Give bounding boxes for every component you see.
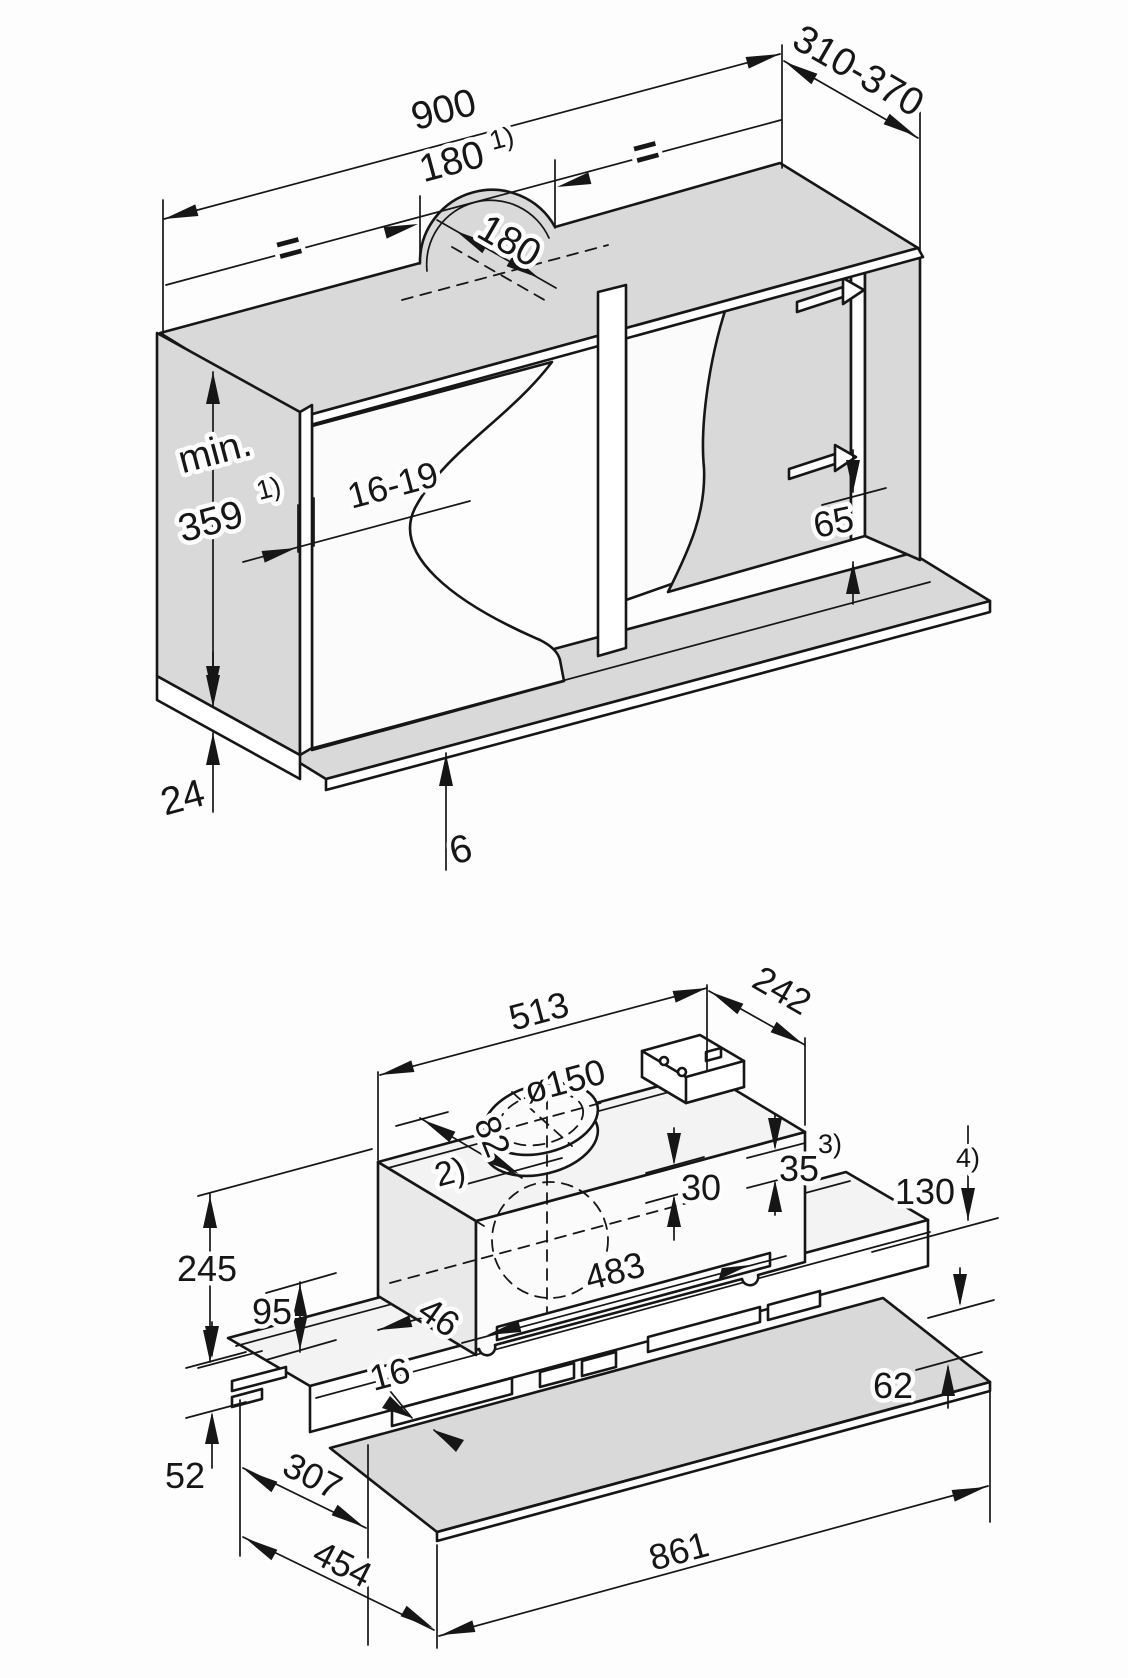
junction-box bbox=[640, 1033, 746, 1105]
front-panel-left bbox=[310, 360, 566, 752]
right-panel-edge bbox=[849, 261, 867, 542]
dim-body-width-label: 513 bbox=[504, 983, 573, 1038]
dim-bottom-width-label: 861 bbox=[644, 1523, 713, 1578]
dim-clearance-label: 130 bbox=[895, 1171, 955, 1212]
dim-cabinet-width-label: 900 bbox=[407, 81, 481, 139]
mounting-bracket-bottom bbox=[787, 443, 858, 481]
right-shaped-panel bbox=[666, 261, 853, 594]
cabinet-bottom-edge bbox=[311, 581, 931, 749]
right-side-panel bbox=[863, 250, 922, 562]
duct-collar bbox=[479, 1081, 605, 1178]
dim-clearance-footnote: 4) bbox=[956, 1143, 980, 1173]
dim-floor-gap-label: 6 bbox=[445, 826, 477, 873]
dim-rail-offset-footnote: 3) bbox=[818, 1129, 842, 1159]
dimension-lines-figure2 bbox=[185, 984, 999, 1649]
figure-hood-unit: 513 242 ø150 82 2) 30 35 3) 130 4) 62 48… bbox=[160, 953, 999, 1649]
partition-strip bbox=[596, 283, 628, 658]
equal-mark-left: = bbox=[270, 221, 308, 275]
mounting-bracket-top bbox=[795, 276, 866, 314]
dim-rail-offset-label: 35 bbox=[779, 1148, 819, 1189]
left-side-panel bbox=[155, 331, 314, 757]
equal-mark-right: = bbox=[627, 125, 665, 179]
dim-body-depth-label: 242 bbox=[746, 957, 819, 1023]
blower-outline-dashed bbox=[389, 1097, 707, 1313]
cutout-centerline-1 bbox=[401, 244, 609, 301]
dim-duct-center-offset-label: 30 bbox=[681, 1167, 721, 1208]
figure-cabinet-cutout: 900 = = 180 1) 310-370 180 min. 359 1) 1… bbox=[152, 12, 992, 878]
cutout-centerline-2 bbox=[451, 246, 549, 303]
dim-height-upper-label: 95 bbox=[252, 1291, 292, 1332]
dim-lower-front-height-label: 52 bbox=[165, 1455, 205, 1496]
dim-bracket-spacing-label: 65 bbox=[810, 498, 858, 546]
dim-visor-front-height-label: 62 bbox=[873, 1365, 913, 1406]
dim-plinth-height-label: 24 bbox=[156, 772, 209, 825]
dim-height-total-label: 245 bbox=[177, 1248, 237, 1289]
dimension-lines-figure1 bbox=[162, 44, 921, 871]
dim-cutout-offset-label: 180 bbox=[415, 133, 489, 191]
